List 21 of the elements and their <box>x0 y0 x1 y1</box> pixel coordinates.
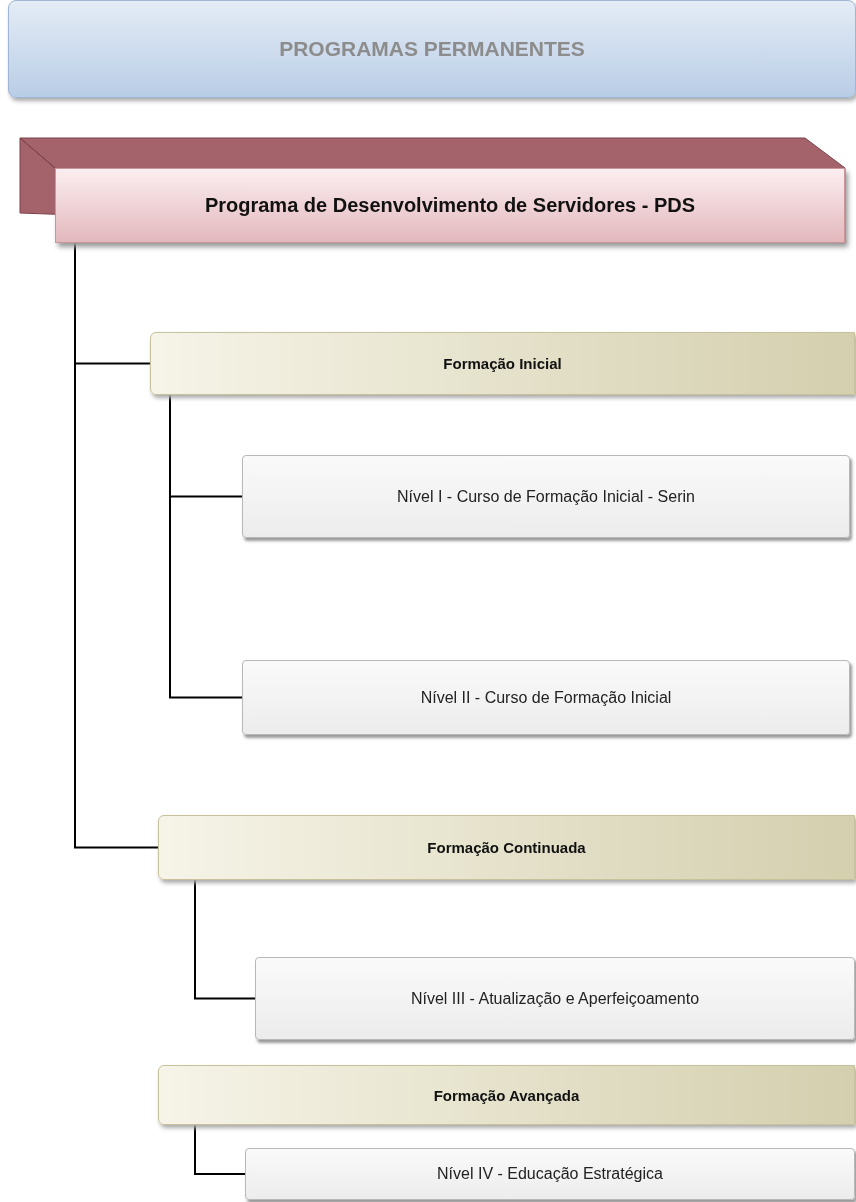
connector-line <box>194 1124 246 1175</box>
connector-line <box>169 394 243 699</box>
level-box <box>242 455 850 538</box>
level-box <box>255 957 855 1040</box>
level-box <box>242 660 850 735</box>
level-box <box>245 1148 855 1200</box>
category-box <box>158 1065 855 1125</box>
box-label: PROGRAMAS PERMANENTES <box>279 37 585 61</box>
box-label: Nível IV - Educação Estratégica <box>437 1165 663 1183</box>
box-label: Nível I - Curso de Formação Inicial - Serin <box>397 487 695 506</box>
header-banner <box>8 0 856 98</box>
program-box <box>55 168 845 243</box>
box-label: Programa de Desenvolvimento de Servidores - PDS <box>204 194 696 217</box>
connector-line <box>194 879 256 1000</box>
category-box <box>150 332 855 395</box>
box-label: Nível III - Atualização e Aperfeiçoamento <box>410 989 700 1008</box>
box-label: Formação Inicial <box>443 355 562 372</box>
box-label: Nível II - Curso de Formação Inicial <box>420 688 672 707</box>
box-label: Formação Continuada <box>427 839 586 856</box>
category-box <box>158 815 855 880</box>
box-label: Formação Avançada <box>433 1086 580 1104</box>
